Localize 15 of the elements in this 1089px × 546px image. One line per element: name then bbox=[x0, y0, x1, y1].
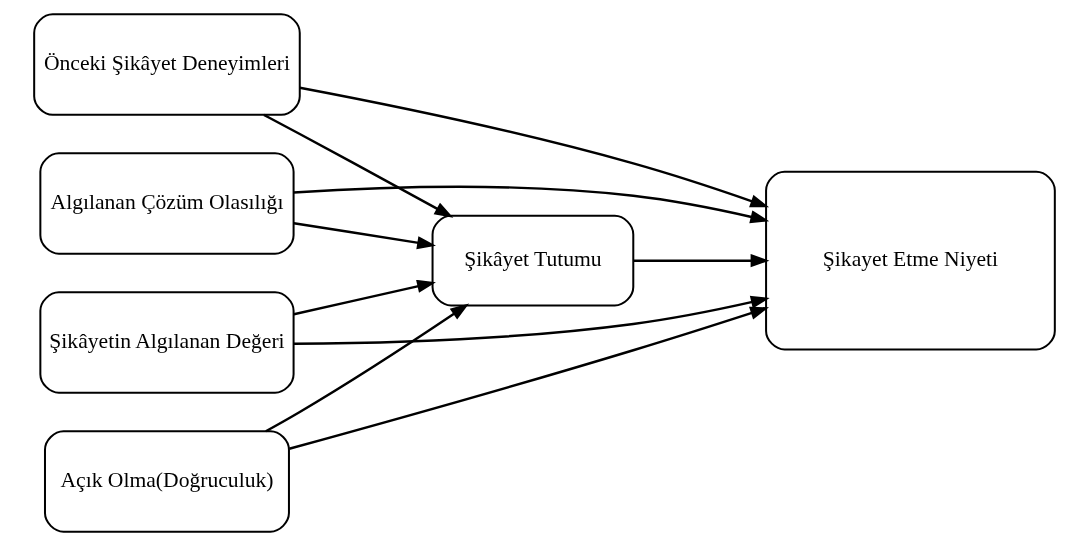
arrow bbox=[288, 306, 770, 450]
arrow bbox=[293, 295, 770, 345]
arrow bbox=[633, 254, 770, 268]
node-box: Önceki Şikâyet Deneyimleri bbox=[33, 13, 301, 116]
node-box: Açık Olma(Doğruculuk) bbox=[44, 430, 290, 533]
arrow bbox=[299, 86, 770, 208]
arrow bbox=[293, 279, 436, 316]
arrow bbox=[293, 222, 436, 250]
node-box: Şikâyet Tutumu bbox=[431, 214, 635, 307]
arrow bbox=[263, 113, 454, 218]
node-box: Algılanan Çözüm Olasılığı bbox=[39, 152, 295, 255]
node-box: Şikâyetin Algılanan Değeri bbox=[39, 291, 295, 394]
node-box: Şikayet Etme Niyeti bbox=[765, 170, 1056, 351]
arrow bbox=[265, 303, 470, 433]
arrow bbox=[293, 185, 770, 224]
